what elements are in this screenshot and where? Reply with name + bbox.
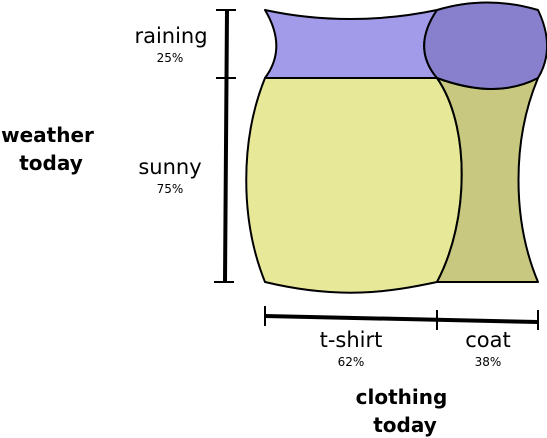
sunny-label: sunny	[138, 155, 201, 179]
tshirt-label: t-shirt	[320, 328, 383, 352]
raining-coat-region	[423, 1, 547, 90]
weather-axis-title: weather today	[1, 123, 101, 175]
sunny-percent: 75%	[157, 182, 184, 196]
sunny-tshirt-region	[245, 77, 463, 294]
weather-axis-title-line2: today	[19, 151, 83, 175]
raining-tshirt-region	[264, 9, 438, 79]
coat-percent: 38%	[475, 355, 502, 369]
clothing-axis-line	[264, 314, 539, 324]
tshirt-percent: 62%	[338, 355, 365, 369]
weather-axis-line	[223, 9, 229, 283]
clothing-axis-title-line2: today	[373, 413, 437, 437]
weather-axis-title-line1: weather	[1, 123, 94, 147]
raining-percent: 25%	[157, 51, 184, 65]
clothing-axis-title-line1: clothing	[356, 385, 448, 409]
raining-label: raining	[134, 24, 207, 48]
clothing-axis-title: clothing today	[356, 385, 455, 437]
coat-label: coat	[465, 328, 511, 352]
